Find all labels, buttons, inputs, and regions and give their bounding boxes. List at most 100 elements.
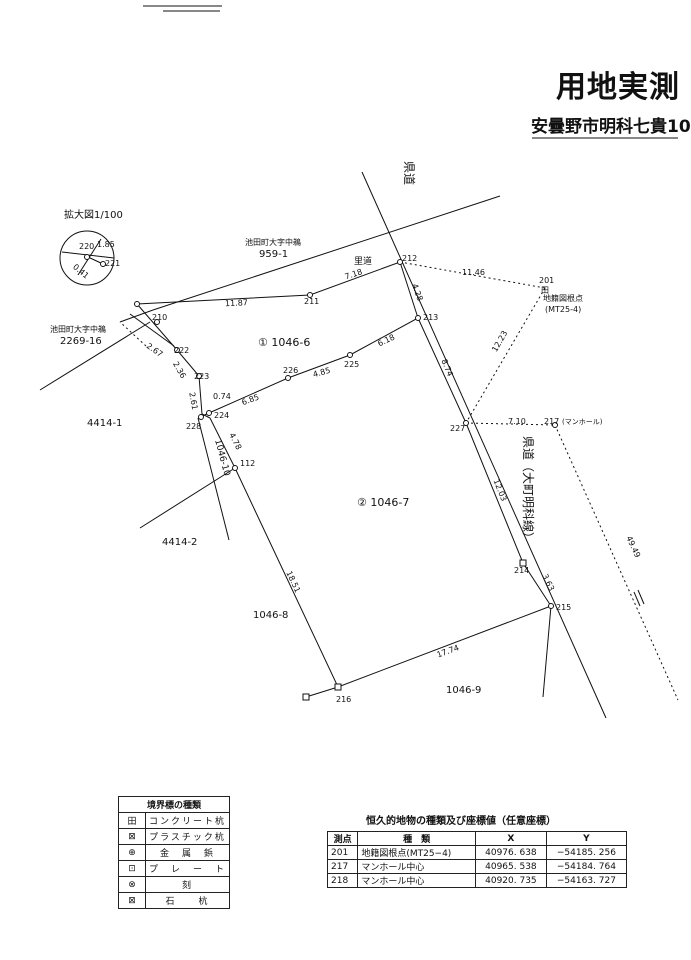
marker-228 bbox=[198, 414, 204, 420]
legend-name: 石 杭 bbox=[145, 892, 230, 909]
lot-4414-2-line bbox=[139, 467, 236, 529]
point-216: 216 bbox=[336, 695, 351, 704]
legend-symbol: ⊡ bbox=[118, 860, 146, 877]
legend-row: ⊠ プラスチック杭 bbox=[118, 828, 230, 845]
point-217-desc: (マンホール) bbox=[562, 418, 603, 426]
west-boundary bbox=[136, 303, 211, 419]
marker-212 bbox=[397, 259, 403, 265]
point-112: 112 bbox=[240, 459, 255, 468]
dist-223-228: 2.61 bbox=[187, 391, 199, 410]
coordinates-title: 恒久的地物の種類及び座標値（任意座標） bbox=[366, 816, 556, 827]
point-227: 227 bbox=[450, 424, 465, 433]
coord-y: −54163. 727 bbox=[545, 873, 628, 888]
dist-222-223: 2.36 bbox=[171, 360, 188, 380]
coord-point: 201 bbox=[326, 845, 359, 860]
dist-212-201: 11.46 bbox=[462, 268, 485, 277]
legend-symbol: ⊗ bbox=[118, 876, 146, 893]
legend-row: 田 コンクリート杭 bbox=[118, 812, 230, 829]
west-lot: 2269-16 bbox=[60, 336, 102, 347]
coord-header-x: X bbox=[474, 831, 547, 846]
break-mark-1 bbox=[633, 591, 641, 607]
legend-row: ⊗ 刻 bbox=[118, 876, 230, 893]
dist-214-215: 3.63 bbox=[540, 573, 556, 593]
inset-label-220: 220 bbox=[79, 242, 94, 251]
dist-213-225: 6.18 bbox=[376, 333, 396, 349]
marker-227 bbox=[463, 420, 469, 426]
coord-x: 40965. 538 bbox=[474, 859, 547, 874]
coord-header-y: Y bbox=[545, 831, 628, 846]
legend-name: プラスチック杭 bbox=[145, 828, 230, 845]
coord-point: 217 bbox=[326, 859, 359, 874]
west-cross-line bbox=[129, 313, 175, 347]
point-211: 211 bbox=[304, 297, 319, 306]
marker-215 bbox=[548, 603, 554, 609]
marker-211 bbox=[307, 292, 313, 298]
ref-line-217-far bbox=[554, 424, 679, 701]
point-201-code: (MT25-4) bbox=[545, 305, 581, 314]
village-road-label: 里道 bbox=[354, 255, 372, 267]
marker-south-end bbox=[302, 693, 310, 701]
dist-224-228: 0.74 bbox=[213, 392, 231, 401]
legend-symbol: ⊠ bbox=[118, 828, 146, 845]
dist-213-227: 8.74 bbox=[439, 358, 454, 378]
road-label-right: 県道（大町明科線） bbox=[521, 436, 536, 544]
ref-line-201-227 bbox=[465, 287, 546, 424]
marker-west-node bbox=[134, 301, 140, 307]
marker-213 bbox=[415, 315, 421, 321]
parcel-2-label: ② 1046-7 bbox=[357, 496, 409, 509]
coord-x: 40920. 735 bbox=[474, 873, 547, 888]
marker-224 bbox=[206, 410, 212, 416]
lot-1046-10-line bbox=[197, 417, 230, 541]
coord-header-kind: 種 類 bbox=[357, 831, 476, 846]
coord-point: 218 bbox=[326, 873, 359, 888]
coord-y: −54185. 256 bbox=[545, 845, 628, 860]
marker-210 bbox=[154, 319, 160, 325]
point-201-desc: 地籍図根点 bbox=[543, 293, 583, 303]
north-lot: 959-1 bbox=[259, 249, 288, 260]
west-diagonal-line bbox=[39, 321, 151, 391]
north-owner: 池田町大字中鵜 bbox=[245, 237, 301, 247]
inset-label-221: 221 bbox=[105, 259, 120, 268]
legend-symbol: ⊕ bbox=[118, 844, 146, 861]
legend-name: プ レ ー ト bbox=[145, 860, 230, 877]
inset-label-041: 0.41 bbox=[71, 262, 90, 280]
marker-216 bbox=[334, 683, 342, 691]
dist-210-211: 11.87 bbox=[225, 298, 248, 308]
dist-227-214: 12.03 bbox=[492, 478, 509, 503]
parcel-1-boundary bbox=[136, 261, 419, 418]
point-226: 226 bbox=[283, 366, 298, 375]
marker-inset-221 bbox=[100, 261, 106, 267]
legend-name: 金 属 鋲 bbox=[145, 844, 230, 861]
legend-row: ⊠ 石 杭 bbox=[118, 892, 230, 909]
marker-214 bbox=[519, 559, 527, 567]
table-row: 201 地籍図根点(MT25−4) 40976. 638 −54185. 256 bbox=[326, 845, 628, 860]
table-row: 217 マンホール中心 40965. 538 −54184. 764 bbox=[326, 859, 628, 874]
dist-226-224: 6.85 bbox=[241, 393, 261, 408]
coord-x: 40976. 638 bbox=[474, 845, 547, 860]
dist-217-far: 49.49 bbox=[624, 535, 642, 560]
point-224: 224 bbox=[214, 411, 229, 420]
boundary-marker-legend: 境界標の種類 田 コンクリート杭 ⊠ プラスチック杭 ⊕ 金 属 鋲 ⊡ プ レ… bbox=[118, 796, 230, 909]
legend-symbol: 田 bbox=[118, 812, 146, 829]
lot-4414-2: 4414-2 bbox=[162, 537, 197, 548]
coord-header-point: 測点 bbox=[326, 831, 359, 846]
point-217: 217 bbox=[544, 417, 559, 426]
point-215: 215 bbox=[556, 603, 571, 612]
legend-name: 刻 bbox=[145, 876, 230, 893]
west-owner: 池田町大字中鵜 bbox=[50, 324, 106, 334]
prefectural-road-line bbox=[361, 171, 607, 719]
south-boundary-extension bbox=[305, 686, 339, 698]
dist-112-216: 18.51 bbox=[284, 570, 302, 595]
legend-row: ⊡ プ レ ー ト bbox=[118, 860, 230, 877]
marker-222 bbox=[174, 347, 180, 353]
marker-inset-220 bbox=[84, 254, 90, 260]
break-mark-2 bbox=[637, 589, 645, 605]
ref-line-west bbox=[119, 321, 147, 347]
parcel-1-label: ① 1046-6 bbox=[258, 336, 310, 349]
marker-223 bbox=[196, 373, 202, 379]
inset-label-185: 1.85 bbox=[97, 240, 115, 249]
dist-224-112: 4.78 bbox=[227, 431, 243, 451]
legend-symbol: ⊠ bbox=[118, 892, 146, 909]
